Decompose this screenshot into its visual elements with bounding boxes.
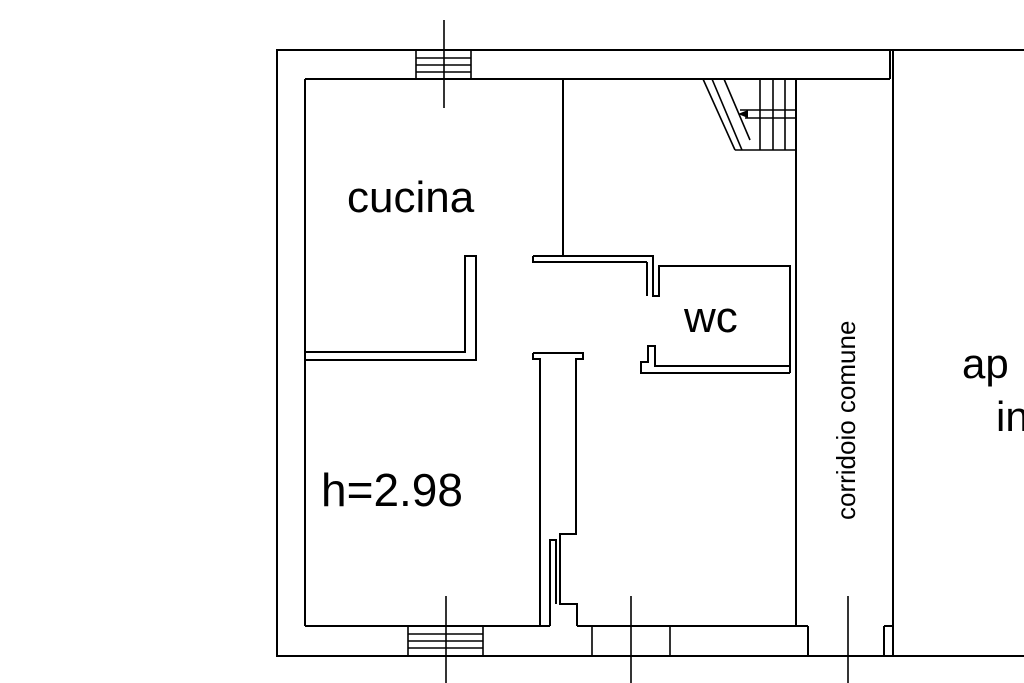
ceiling-height-label: h=2.98 xyxy=(321,464,463,516)
kitchen-label: cucina xyxy=(347,173,475,222)
adjacent-apartment-walls xyxy=(883,49,1024,657)
kitchen-partitions xyxy=(305,79,564,361)
adjacent-apartment-label-line1: ap xyxy=(962,340,1009,387)
entrance-opening xyxy=(591,596,671,683)
window-top xyxy=(415,20,472,108)
central-partition xyxy=(532,352,584,627)
corridor-walls xyxy=(795,50,891,626)
window-bottom xyxy=(407,596,484,683)
wc-label: wc xyxy=(683,293,738,342)
staircase xyxy=(702,78,796,151)
corridor-label: corridoio comune xyxy=(831,321,861,520)
adjacent-apartment-label-line2: in xyxy=(996,393,1024,440)
wc-partitions xyxy=(532,255,791,374)
